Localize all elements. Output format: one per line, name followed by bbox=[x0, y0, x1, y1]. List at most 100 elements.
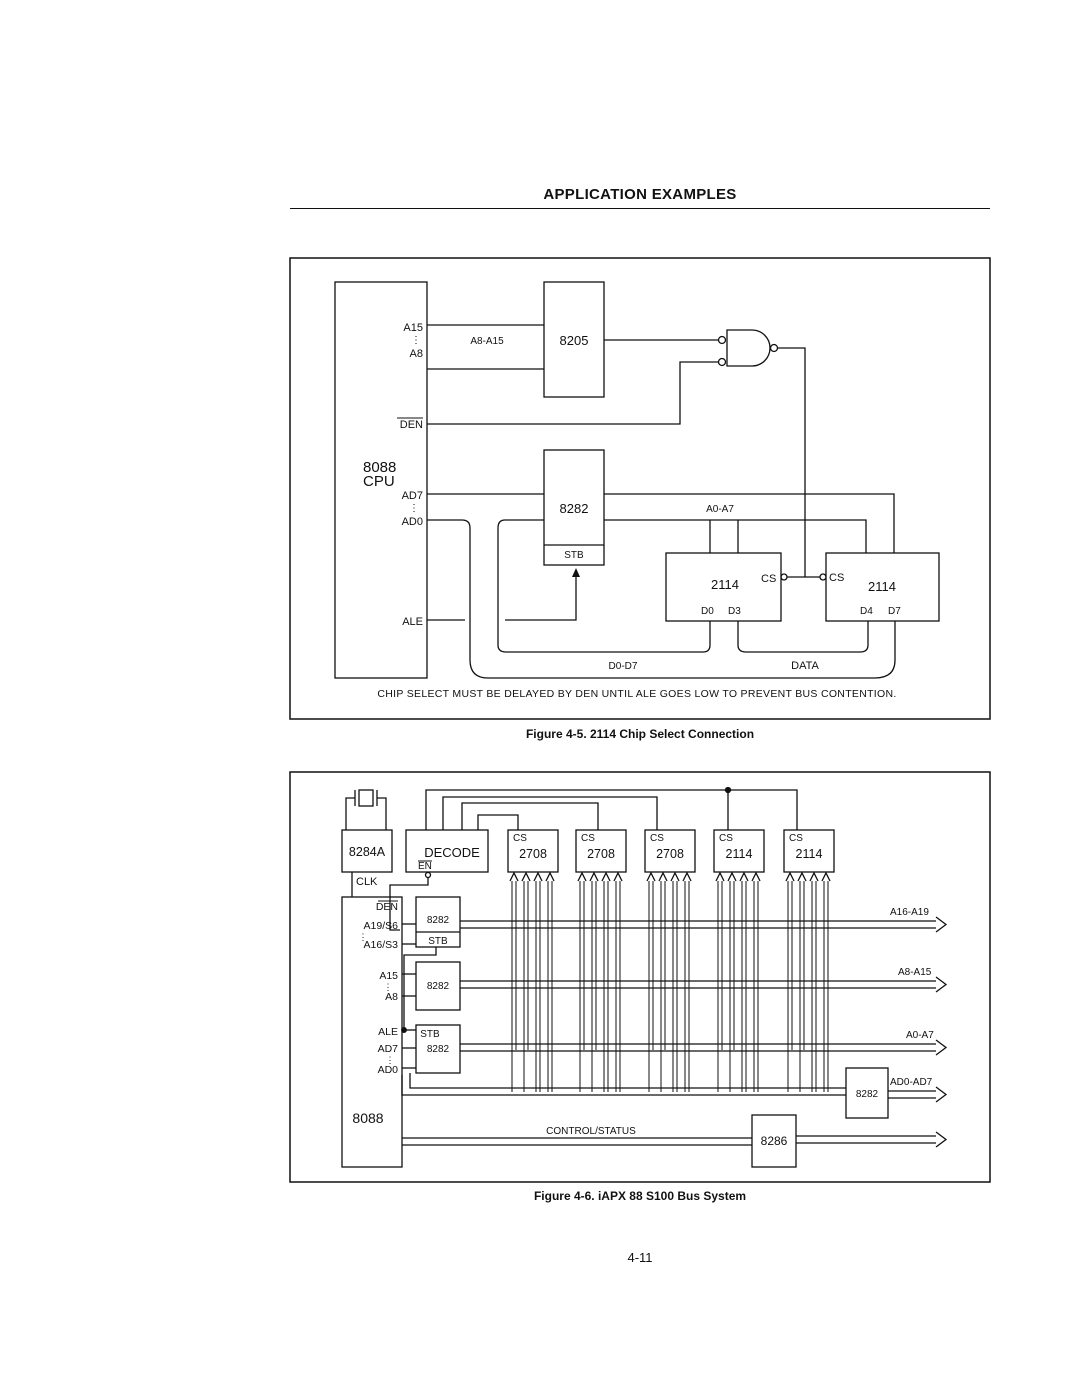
pin2-dots-b: ⋮ bbox=[384, 982, 393, 992]
chip-input-arrow bbox=[533, 871, 543, 882]
memory-chip-5 bbox=[783, 829, 835, 873]
chip-2114-left-label: 2114 bbox=[711, 577, 739, 592]
nand-in2-bubble bbox=[717, 357, 727, 367]
chip-8205-label: 8205 bbox=[560, 333, 589, 348]
chip-input-arrow bbox=[785, 871, 795, 882]
chip-8286 bbox=[751, 1114, 797, 1168]
pin-den: DEN bbox=[400, 419, 423, 431]
stb-label: STB bbox=[564, 550, 584, 561]
chip-input-arrow bbox=[821, 871, 831, 882]
pin-a15: A15 bbox=[403, 322, 423, 334]
pin-ad0: AD0 bbox=[402, 516, 423, 528]
control-status-label: CONTROL/STATUS bbox=[546, 1126, 636, 1137]
chip-select-note: CHIP SELECT MUST BE DELAYED BY DEN UNTIL… bbox=[377, 688, 896, 700]
bus-a0a7-label-2: A0-A7 bbox=[906, 1030, 934, 1041]
chip-8282-label: 8282 bbox=[560, 501, 589, 516]
memory-chip-1 bbox=[507, 829, 559, 873]
memory-chip-label-5: 2114 bbox=[796, 847, 823, 861]
cs-line-4 bbox=[425, 789, 798, 830]
memory-chip-cs-4: CS bbox=[719, 833, 733, 844]
cs-line-3 bbox=[442, 796, 658, 830]
chip-2114-right-d7: D7 bbox=[888, 606, 901, 617]
pin-dots: ⋮ bbox=[411, 335, 421, 346]
pin-ad7: AD7 bbox=[402, 490, 423, 502]
chip-input-arrow bbox=[601, 871, 611, 882]
latch-8282-1 bbox=[415, 896, 461, 948]
decode-en-label: EN bbox=[418, 861, 432, 872]
chip-2114-right-label: 2114 bbox=[868, 579, 896, 594]
cpu-label-cpu: CPU bbox=[363, 473, 395, 490]
chip-8284a-label: 8284A bbox=[349, 845, 386, 859]
pin2-a8: A8 bbox=[385, 991, 398, 1003]
den-wire bbox=[427, 361, 718, 425]
pin-dots-2: ⋮ bbox=[409, 503, 419, 514]
header-rule bbox=[290, 208, 990, 209]
bus-a16a19-label: A16-A19 bbox=[890, 907, 929, 918]
chip-input-arrow bbox=[727, 871, 737, 882]
chip-2114-left bbox=[665, 552, 782, 622]
chip-2114-right bbox=[825, 552, 940, 622]
pin2-dots: ⋮ bbox=[359, 932, 368, 942]
bus-ad0ad7 bbox=[888, 1086, 948, 1103]
stb-arrow bbox=[572, 568, 580, 577]
bus-a0a7-label: A0-A7 bbox=[706, 504, 734, 515]
figure6-caption: Figure 4-6. iAPX 88 S100 Bus System bbox=[533, 1189, 747, 1203]
latch-2-label: 8282 bbox=[427, 981, 450, 992]
chip-input-arrow bbox=[797, 871, 807, 882]
chip-8284a bbox=[341, 829, 393, 873]
chip-input-arrow bbox=[715, 871, 725, 882]
local-ad-bus-outer bbox=[401, 1075, 846, 1096]
gate-output-wire bbox=[778, 347, 806, 577]
pin2-ad0: AD0 bbox=[378, 1064, 399, 1076]
nand-gate bbox=[726, 329, 771, 367]
pin2-ad7: AD7 bbox=[378, 1043, 399, 1055]
cpu-8088-block bbox=[334, 281, 428, 679]
local-ad-bus-inner bbox=[409, 1073, 846, 1089]
clk-label: CLK bbox=[356, 876, 378, 888]
bus-a8a15-label: A8-A15 bbox=[470, 336, 504, 347]
latch-1-stb: STB bbox=[428, 936, 448, 947]
chip-input-arrow bbox=[589, 871, 599, 882]
chip-2114-right-cs: CS bbox=[829, 572, 844, 584]
bus-8286-out bbox=[796, 1131, 948, 1148]
memory-chip-label-4: 2114 bbox=[726, 847, 753, 861]
pin2-dots-c: ⋮ bbox=[386, 1055, 395, 1065]
bus-a8a15-label-2: A8-A15 bbox=[898, 967, 932, 978]
cs-junction bbox=[724, 786, 732, 794]
chip-2114-left-cs: CS bbox=[761, 573, 776, 585]
cpu-label-8088: 8088 bbox=[363, 459, 396, 476]
pin2-a19s6: A19/S6 bbox=[364, 920, 399, 932]
cs-bubble-left bbox=[780, 573, 788, 581]
memory-chip-label-2: 2708 bbox=[587, 847, 615, 861]
chip-input-arrow bbox=[751, 871, 761, 882]
latch-3-stb: STB bbox=[420, 1029, 440, 1040]
latch-4-label: 8282 bbox=[856, 1089, 879, 1100]
page-header: APPLICATION EXAMPLES bbox=[543, 186, 737, 203]
en-bubble bbox=[424, 871, 432, 879]
chip-8282 bbox=[543, 449, 605, 566]
chip-input-arrow bbox=[646, 871, 656, 882]
pin2-a15: A15 bbox=[379, 970, 398, 982]
bus-d0d7-label: D0-D7 bbox=[609, 661, 638, 672]
memory-chip-cs-2: CS bbox=[581, 833, 595, 844]
d0d7-local-bus bbox=[427, 519, 896, 679]
ale-strobe-rail bbox=[403, 947, 437, 1030]
chip-input-arrow bbox=[545, 871, 555, 882]
bus-a16a19 bbox=[460, 916, 948, 933]
figure-4-5-diagram: 8088 CPU A15 ⋮ A8 DEN AD7 ⋮ AD0 ALE 8205… bbox=[289, 257, 991, 720]
ale-junction bbox=[401, 1027, 407, 1033]
crystal-icon bbox=[345, 789, 387, 830]
memory-chip-label-1: 2708 bbox=[519, 847, 547, 861]
figure5-frame bbox=[289, 257, 991, 720]
memory-chip-cs-5: CS bbox=[789, 833, 803, 844]
chip-input-arrow bbox=[682, 871, 692, 882]
figure5-caption: Figure 4-5. 2114 Chip Select Connection bbox=[525, 727, 755, 741]
page-number: 4-11 bbox=[627, 1250, 653, 1265]
cs-line-1 bbox=[477, 814, 519, 830]
memory-chip-cs-1: CS bbox=[513, 833, 527, 844]
chip-2114-left-d3: D3 bbox=[728, 606, 741, 617]
chip-8286-label: 8286 bbox=[761, 1134, 788, 1148]
chip-input-arrow bbox=[670, 871, 680, 882]
